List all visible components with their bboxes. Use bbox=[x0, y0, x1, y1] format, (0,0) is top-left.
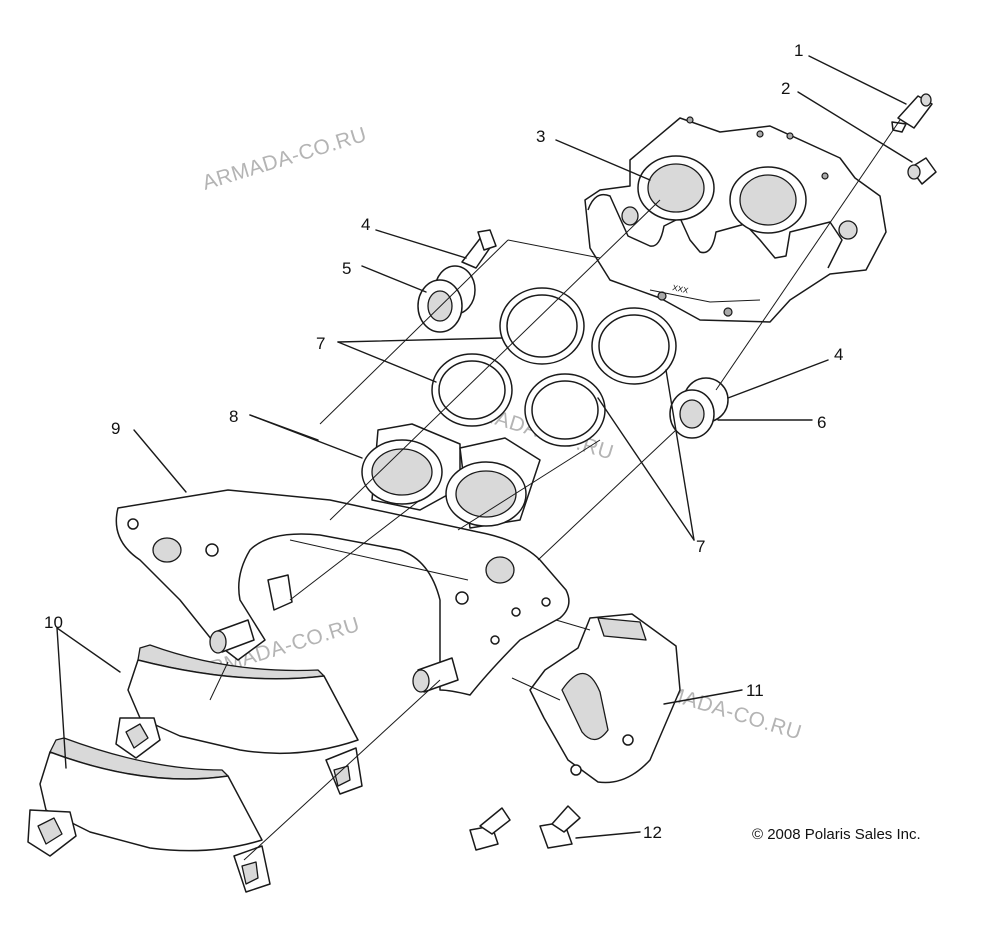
pistons bbox=[361, 423, 541, 529]
callout-4-upper: 4 bbox=[361, 215, 370, 234]
bleeder-cap bbox=[907, 157, 937, 185]
callout-4-right: 4 bbox=[834, 345, 843, 364]
callouts: 1 2 3 4 5 7 8 9 4 6 7 10 11 12 bbox=[44, 41, 843, 842]
callout-11: 11 bbox=[746, 681, 764, 700]
watermark-1: ARMADA-CO.RU bbox=[200, 123, 370, 195]
callout-7-right: 7 bbox=[696, 537, 705, 556]
callout-3: 3 bbox=[536, 127, 545, 146]
callout-6: 6 bbox=[817, 413, 826, 432]
caliper-housing: XXX bbox=[584, 116, 887, 323]
bleeder-screw bbox=[891, 93, 933, 133]
callout-1: 1 bbox=[794, 41, 803, 60]
pin-boot-right bbox=[669, 377, 729, 439]
bolt-upper bbox=[461, 229, 497, 269]
callout-8: 8 bbox=[229, 407, 238, 426]
callout-7-left: 7 bbox=[316, 334, 325, 353]
copyright-notice: © 2008 Polaris Sales Inc. bbox=[752, 826, 921, 843]
caliper-marking: XXX bbox=[672, 283, 690, 295]
callout-10: 10 bbox=[44, 613, 63, 632]
abutment-bracket bbox=[529, 613, 681, 784]
callout-12: 12 bbox=[643, 823, 662, 842]
pin-boot-left bbox=[417, 265, 476, 333]
callout-2: 2 bbox=[781, 79, 790, 98]
callout-5: 5 bbox=[342, 259, 351, 278]
mounting-bolts bbox=[469, 805, 581, 851]
caliper-bracket bbox=[115, 489, 570, 696]
piston-seals bbox=[431, 287, 677, 447]
brake-pad-upper bbox=[115, 644, 363, 795]
brake-pad-lower bbox=[27, 737, 271, 893]
callout-9: 9 bbox=[111, 419, 120, 438]
leader-lines bbox=[56, 55, 913, 861]
